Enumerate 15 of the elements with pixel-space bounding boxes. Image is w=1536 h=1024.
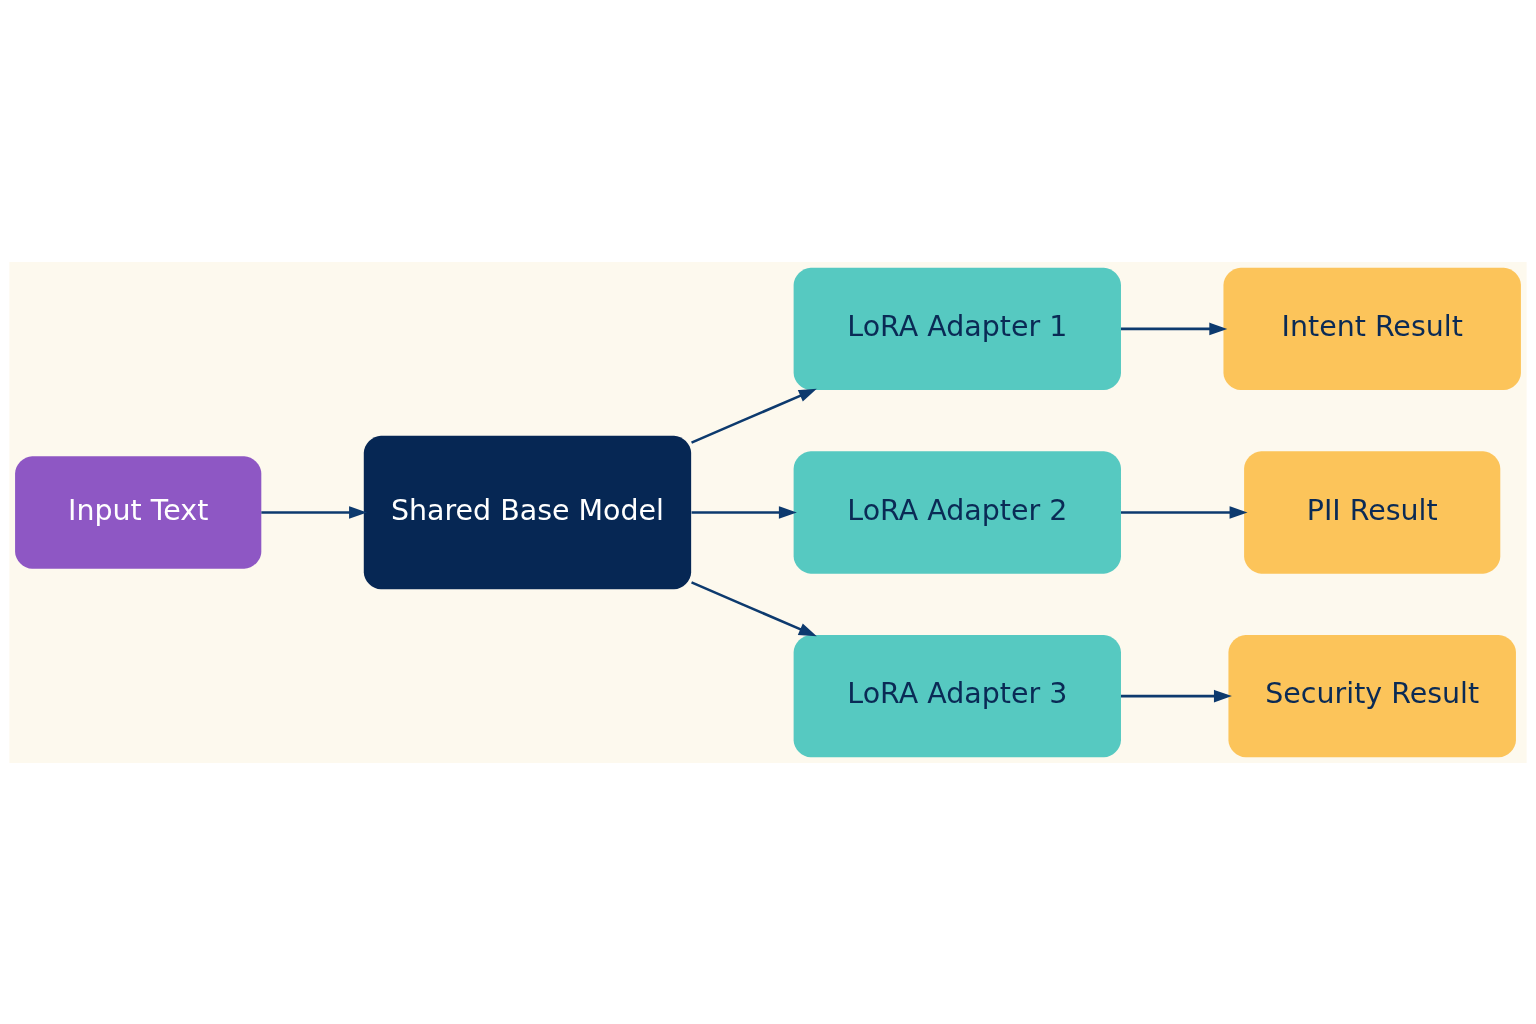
node-box: LoRA Adapter 1	[793, 267, 1121, 390]
arrow	[691, 505, 797, 519]
node-box: LoRA Adapter 3	[793, 634, 1121, 757]
arrow	[691, 580, 817, 636]
node-box: Security Result	[1228, 634, 1516, 757]
arrow	[1121, 689, 1232, 702]
arrow	[691, 388, 817, 444]
arrow	[261, 505, 368, 519]
arrow	[1121, 322, 1228, 335]
arrow	[1121, 505, 1248, 519]
node-box: LoRA Adapter 2	[793, 450, 1121, 574]
node-box: Shared Base Model	[363, 435, 692, 589]
node-box: PII Result	[1244, 450, 1501, 574]
node-box: Input Text	[15, 455, 262, 569]
node-box: Intent Result	[1223, 267, 1521, 390]
